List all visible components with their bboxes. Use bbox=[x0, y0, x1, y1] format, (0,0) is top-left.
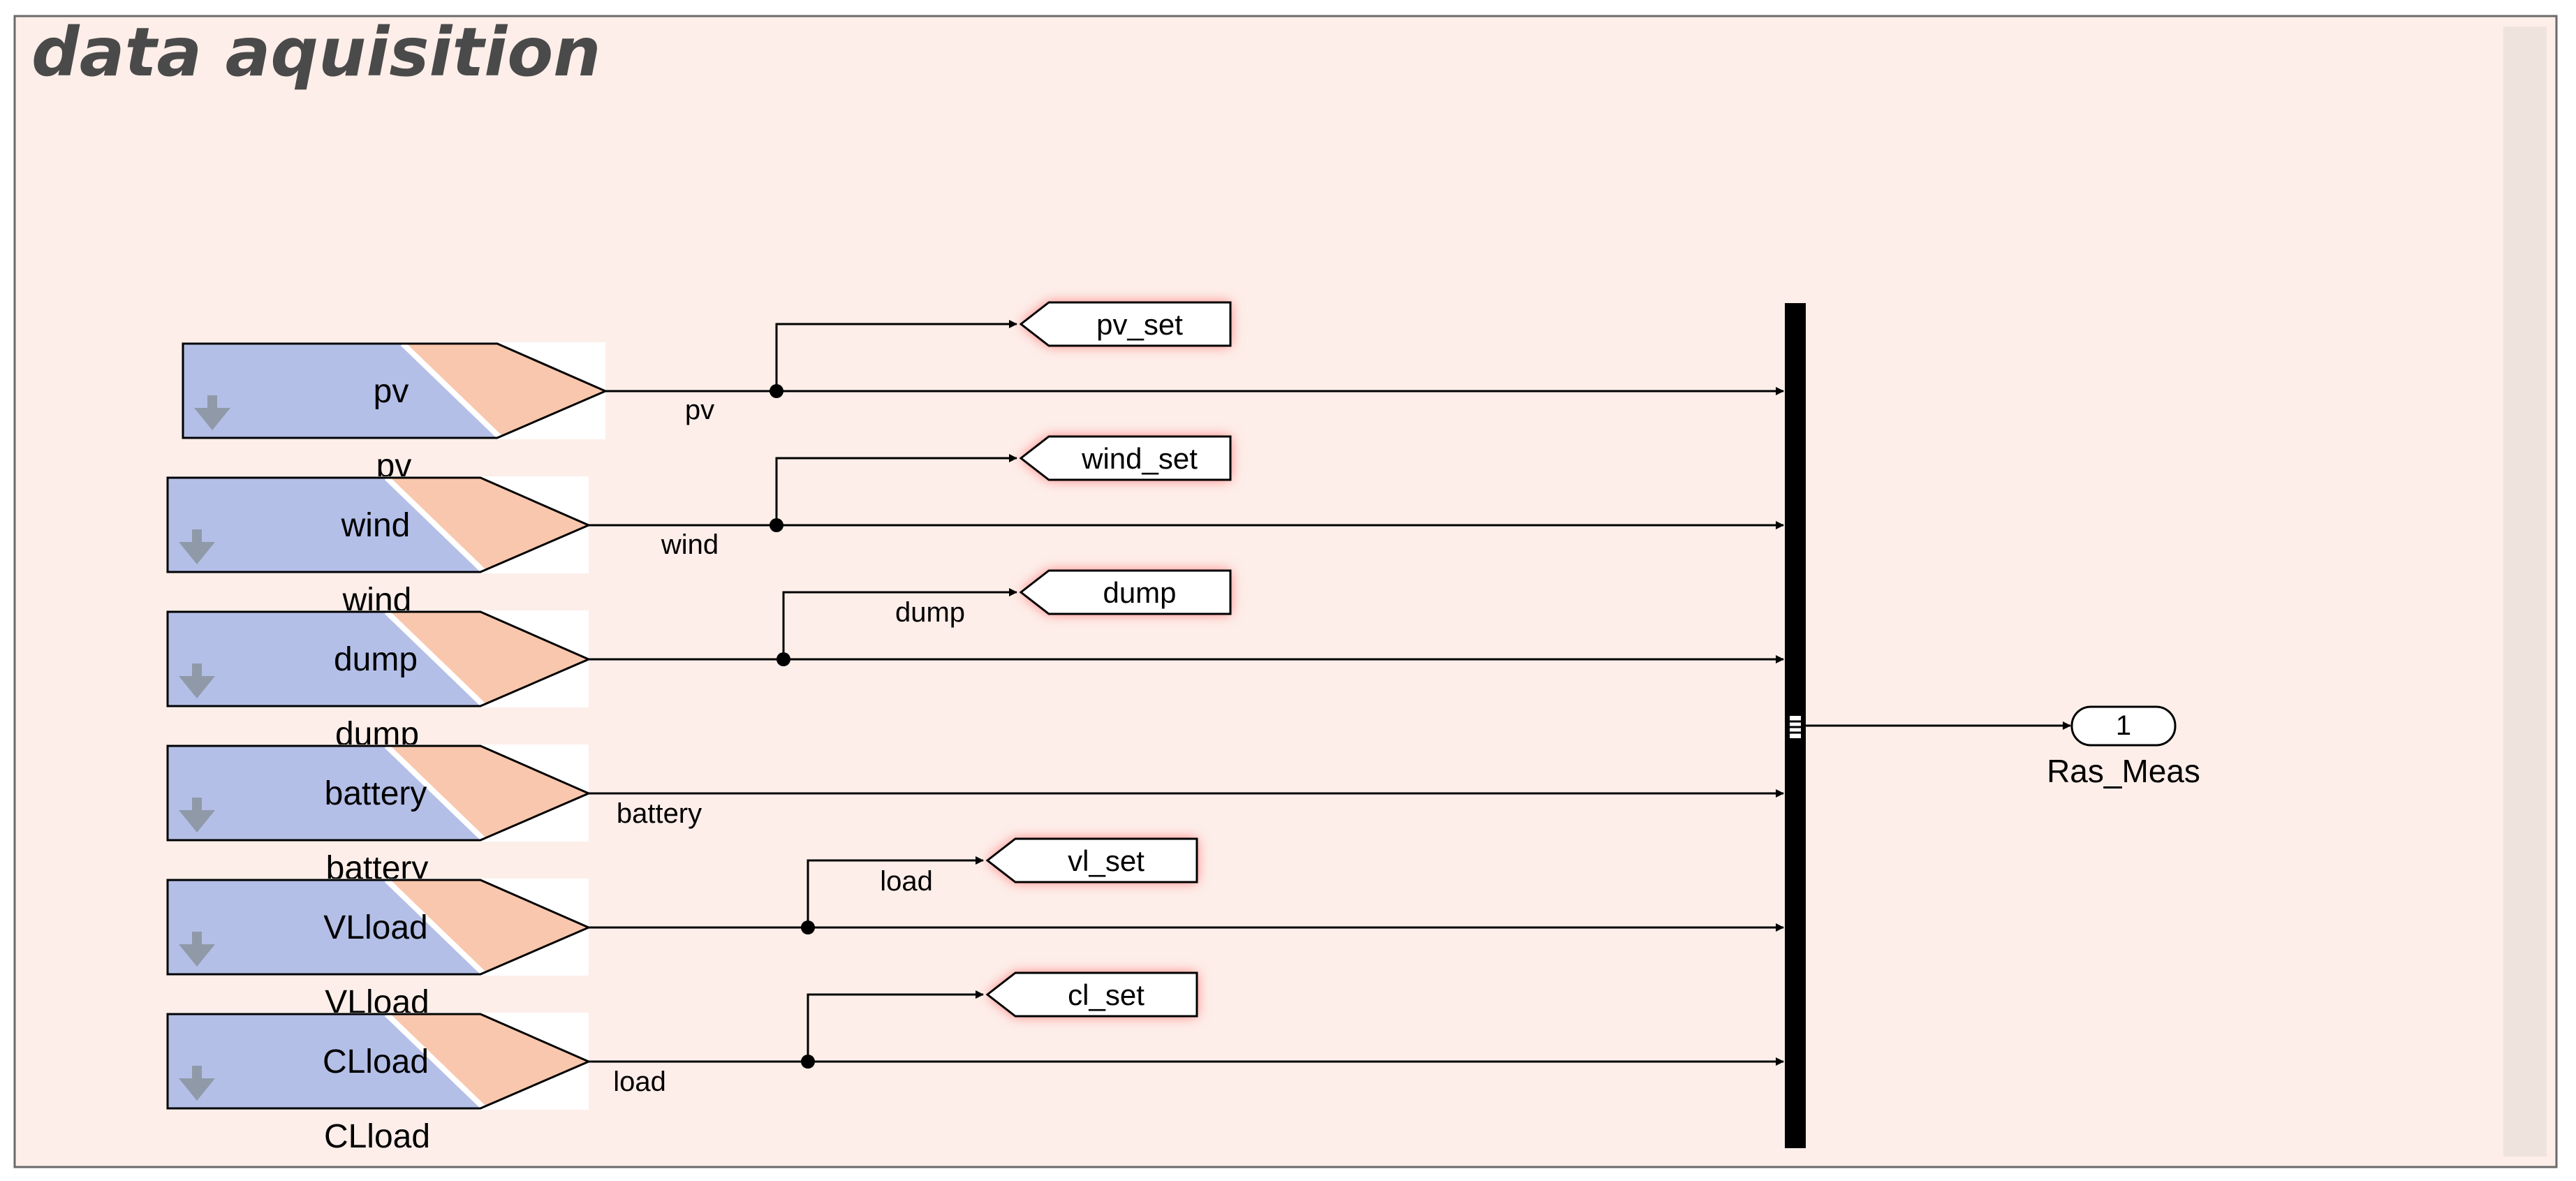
goto-tag-label: dump bbox=[1103, 576, 1176, 609]
signal-name-label: dump bbox=[895, 597, 965, 628]
outport-block[interactable]: 1 Ras_Meas bbox=[2047, 705, 2200, 789]
arrow-down-icon bbox=[179, 663, 215, 698]
outport-number: 1 bbox=[2116, 710, 2131, 741]
input-block-caption: CLload bbox=[324, 1118, 430, 1155]
goto-tag-label: pv_set bbox=[1096, 308, 1183, 341]
branch-line bbox=[775, 320, 1017, 391]
goto-tag-label: cl_set bbox=[1068, 978, 1145, 1011]
input-block-label: dump bbox=[334, 641, 418, 678]
signal-name-label: load bbox=[613, 1066, 666, 1097]
goto-tag-wind-set[interactable]: wind_set bbox=[1019, 435, 1232, 481]
goto-tag-label: wind_set bbox=[1081, 442, 1198, 475]
input-block-label: pv bbox=[374, 373, 409, 410]
input-block-label: CLload bbox=[323, 1043, 429, 1080]
goto-tag-pv-set[interactable]: pv_set bbox=[1019, 301, 1232, 347]
arrow-down-icon bbox=[194, 395, 230, 430]
signal-name-label: wind bbox=[661, 529, 719, 560]
signal-name-label: pv bbox=[685, 395, 714, 425]
branch-line bbox=[775, 454, 1017, 525]
goto-tag-cl-set[interactable]: cl_set bbox=[985, 971, 1198, 1018]
outport-name: Ras_Meas bbox=[2047, 753, 2200, 789]
mux-block[interactable] bbox=[1785, 303, 1806, 1148]
input-block-label: battery bbox=[325, 775, 427, 812]
goto-tag-dump[interactable]: dump bbox=[1019, 569, 1232, 615]
signal-name-label: battery bbox=[617, 798, 702, 829]
scrollbar-track[interactable] bbox=[2503, 27, 2547, 1157]
area-title: data aquisition bbox=[31, 13, 601, 91]
arrow-down-icon bbox=[179, 529, 215, 564]
branch-line bbox=[782, 588, 1017, 659]
signal-name-label: load bbox=[880, 866, 933, 897]
branch-line bbox=[807, 856, 984, 927]
branch-line bbox=[807, 990, 984, 1062]
arrow-down-icon bbox=[179, 1066, 215, 1101]
input-block-label: wind bbox=[341, 507, 411, 544]
goto-tag-label: vl_set bbox=[1068, 844, 1145, 877]
goto-tag-vl-set[interactable]: vl_set bbox=[985, 837, 1198, 883]
arrow-down-icon bbox=[179, 798, 215, 832]
input-block-label: VLload bbox=[323, 909, 427, 946]
arrow-down-icon bbox=[179, 932, 215, 967]
